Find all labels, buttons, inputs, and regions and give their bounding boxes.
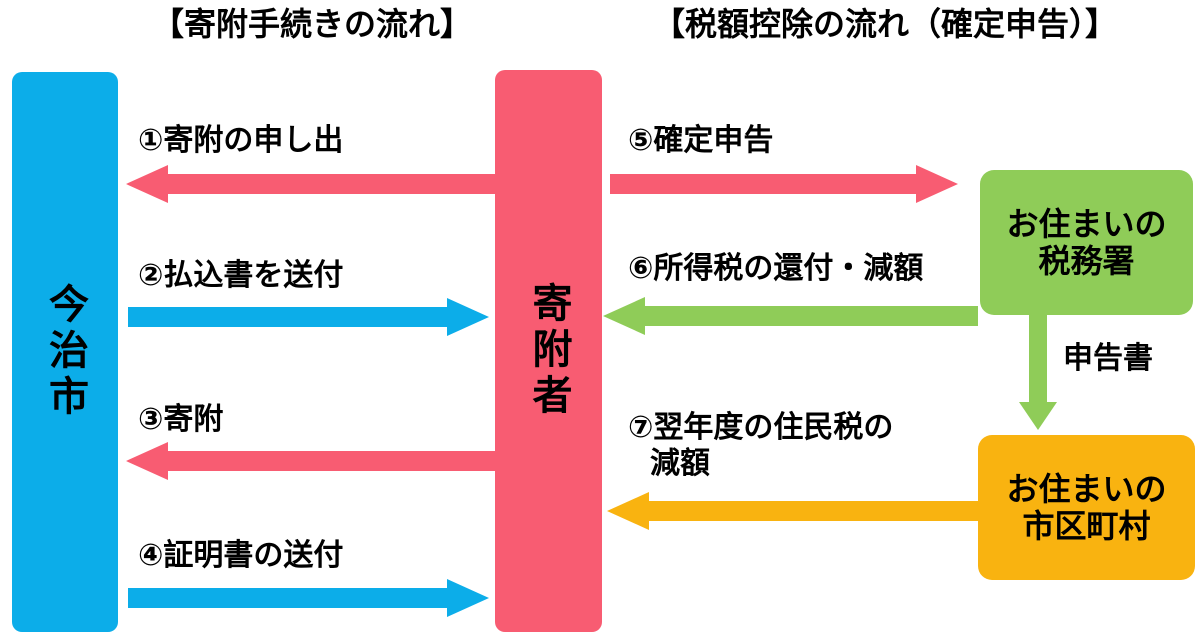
node-imabari-city-label: 今治市 [43,283,87,421]
arrow-resident-tax-reduction-left-icon [607,492,978,530]
label-step7-line1: ⑦翌年度の住民税の [628,411,894,444]
label-step7: ⑦翌年度の住民税の 減額 [628,410,893,482]
arrow-head [603,297,645,335]
label-step2: ②払込書を送付 [138,259,344,292]
arrow-head [447,579,489,617]
arrow-payment-slip-right-icon [128,298,489,336]
label-report: 申告書 [1063,342,1153,375]
label-step7-line2: 減額 [650,447,710,480]
label-step6: ⑥所得税の還付・減額 [628,252,924,285]
arrow-shaft [643,306,978,326]
arrow-shaft [647,501,978,521]
arrow-donation-request-left-icon [126,165,495,203]
node-tax-office: お住まいの 税務署 [980,170,1193,315]
arrow-shaft [128,307,449,327]
label-step5: ⑤確定申告 [628,124,774,157]
arrow-donation-left-icon [126,442,497,480]
arrow-shaft [610,174,918,194]
node-tax-office-label-line2: 税務署 [1038,242,1135,279]
arrow-head [126,442,168,480]
arrow-shaft [1029,315,1047,403]
node-municipality-label-line2: 市区町村 [1022,507,1151,544]
label-step1: ①寄附の申し出 [138,124,344,157]
arrow-report-down-icon [1019,315,1057,430]
label-step3: ③寄附 [138,403,224,436]
arrow-shaft [166,174,495,194]
donation-procedure-title: 【寄附手続きの流れ】 [152,6,473,42]
node-municipality: お住まいの 市区町村 [978,435,1195,580]
arrow-shaft [166,451,497,471]
arrow-head [126,165,168,203]
node-donor: 寄附者 [495,70,602,632]
arrow-head [916,165,958,203]
tax-deduction-title: 【税額控除の流れ（確定申告）】 [653,6,1118,42]
arrow-head [1019,402,1057,430]
arrow-certificate-right-icon [128,579,489,617]
arrow-shaft [128,588,449,608]
arrow-income-tax-refund-left-icon [603,297,978,335]
node-imabari-city: 今治市 [12,72,118,632]
arrow-tax-return-right-icon [610,165,958,203]
node-donor-label: 寄附者 [526,282,571,420]
arrow-head [447,298,489,336]
node-tax-office-label-line1: お住まいの [1006,205,1167,242]
arrow-head [607,492,649,530]
node-municipality-label-line1: お住まいの [1006,470,1167,507]
label-step4: ④証明書の送付 [138,539,344,572]
